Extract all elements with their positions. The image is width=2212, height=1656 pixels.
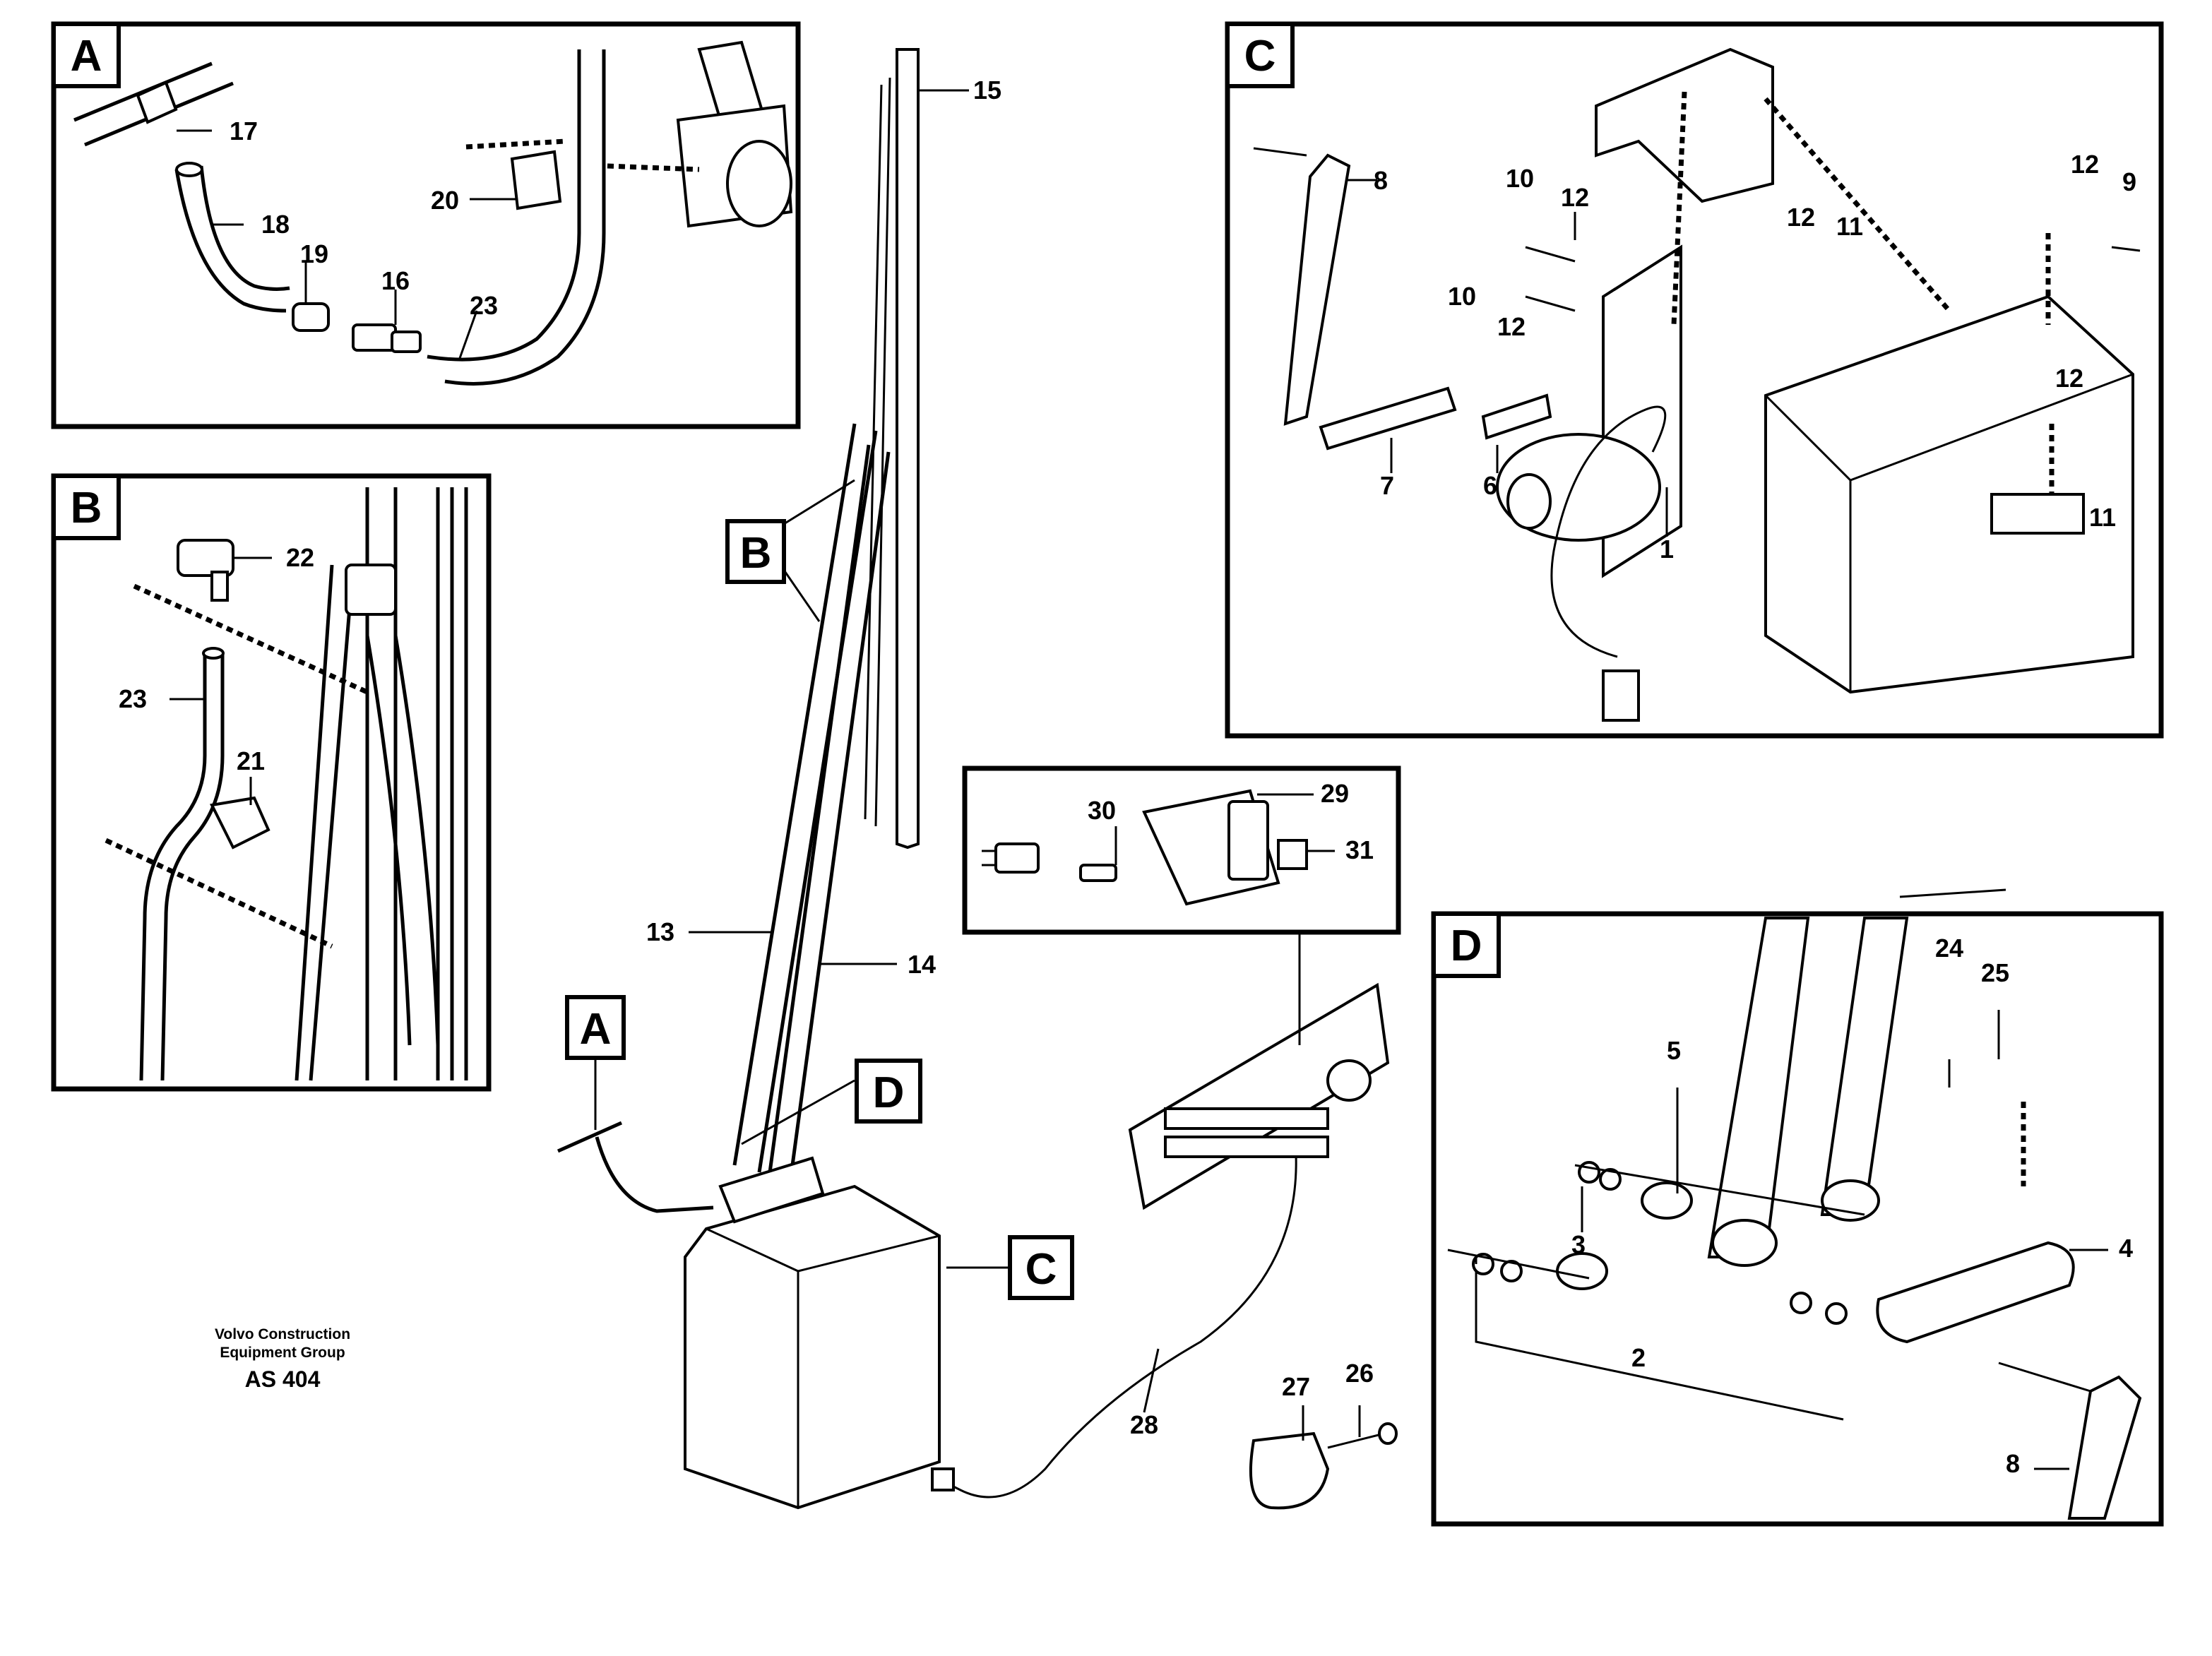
label-13: 13 — [646, 917, 674, 946]
label-20: 20 — [431, 186, 459, 215]
label-21: 21 — [237, 746, 265, 775]
label-7: 7 — [1380, 471, 1394, 500]
label-22: 22 — [286, 543, 314, 572]
label-23-b: 23 — [119, 684, 147, 713]
label-29: 29 — [1321, 779, 1349, 808]
label-6: 6 — [1483, 471, 1497, 500]
callout-c: C — [1025, 1245, 1057, 1294]
label-4: 4 — [2119, 1234, 2133, 1263]
label-25: 25 — [1981, 958, 2009, 987]
label-15: 15 — [973, 76, 1001, 105]
panel-c-tag: C — [1244, 32, 1276, 81]
panel-d: D 5 3 4 2 8 24 25 — [1431, 888, 2164, 1527]
label-11-b: 11 — [2089, 503, 2116, 532]
panel-a-tag: A — [71, 32, 102, 81]
panel-b-tag: B — [71, 484, 102, 532]
label-12-b: 12 — [1497, 312, 1526, 341]
label-3: 3 — [1571, 1230, 1586, 1259]
label-10-b: 10 — [1448, 282, 1476, 311]
label-31: 31 — [1345, 835, 1374, 864]
callout-a: A — [580, 1005, 612, 1054]
footer-code: AS 404 — [245, 1366, 321, 1392]
label-8-d: 8 — [2006, 1449, 2020, 1478]
panel-b: B 22 23 21 — [51, 473, 492, 1092]
label-2: 2 — [1631, 1343, 1646, 1372]
label-12-e: 12 — [2055, 364, 2083, 393]
label-24: 24 — [1935, 934, 1963, 963]
label-12-a: 12 — [1561, 183, 1589, 212]
label-27: 27 — [1282, 1372, 1310, 1401]
footer-note: Volvo Construction Equipment Group AS 40… — [215, 1326, 350, 1392]
label-12-d: 12 — [2071, 150, 2099, 179]
label-18: 18 — [261, 210, 290, 239]
main-assembly: 15 13 14 28 27 26 B A D C — [557, 48, 1398, 1510]
panel-d-tag: D — [1451, 922, 1482, 970]
label-11-a: 11 — [1836, 212, 1863, 241]
label-14: 14 — [908, 950, 936, 979]
label-28: 28 — [1130, 1410, 1158, 1439]
callout-b: B — [740, 529, 772, 578]
label-10-a: 10 — [1506, 164, 1534, 193]
footer-line-1: Volvo Construction — [215, 1326, 350, 1342]
label-1: 1 — [1660, 535, 1674, 564]
panel-a: A 17 18 19 16 23 20 — [51, 21, 801, 429]
label-5: 5 — [1667, 1036, 1681, 1065]
label-30: 30 — [1088, 796, 1116, 825]
label-17: 17 — [230, 117, 258, 145]
callout-d: D — [873, 1068, 905, 1117]
switch-detail-panel: 30 29 31 — [962, 766, 1401, 935]
label-26: 26 — [1345, 1359, 1374, 1388]
label-23-a: 23 — [470, 291, 498, 320]
panel-c: C 8 7 6 1 10 12 10 12 12 11 12 — [1225, 21, 2164, 739]
label-9: 9 — [2122, 167, 2136, 196]
label-19: 19 — [300, 239, 328, 268]
label-12-c: 12 — [1787, 203, 1815, 232]
label-16: 16 — [381, 266, 410, 295]
label-8-c: 8 — [1374, 166, 1388, 195]
footer-line-2: Equipment Group — [220, 1345, 345, 1361]
